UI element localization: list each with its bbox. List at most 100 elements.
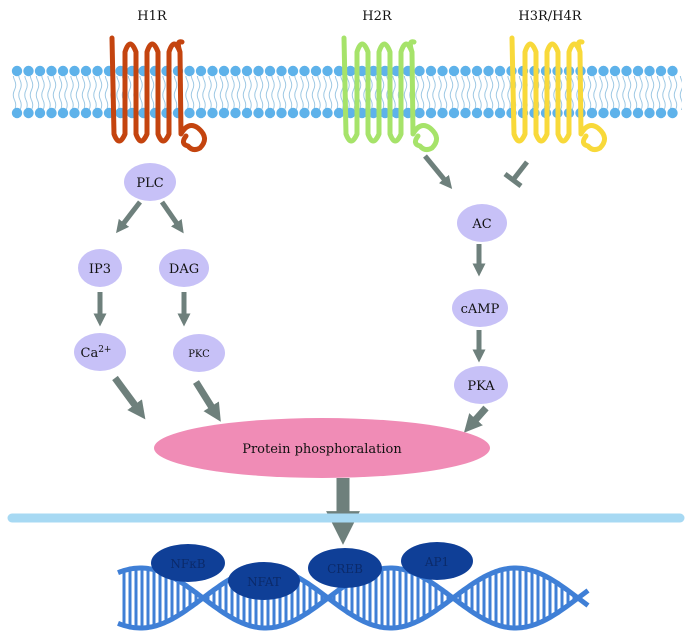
arrow-plc-dag bbox=[159, 200, 184, 234]
arrow-h2r-ac bbox=[423, 154, 453, 190]
arrow-plc-ip3 bbox=[116, 200, 142, 234]
receptor-label-h2r: H2R bbox=[362, 9, 393, 24]
phospholipid-head bbox=[287, 65, 299, 77]
phospholipid-head bbox=[80, 107, 92, 119]
phospholipid-head bbox=[667, 107, 678, 119]
phospholipid-head bbox=[333, 107, 345, 119]
phospholipid-head bbox=[494, 65, 506, 77]
phospholipid-head bbox=[34, 65, 46, 77]
phospholipid-head bbox=[92, 65, 103, 77]
phospholipid-head bbox=[69, 65, 80, 77]
phospholipid-head bbox=[46, 107, 57, 119]
svg-text:AP1: AP1 bbox=[424, 555, 449, 569]
phospholipid-head bbox=[184, 65, 195, 77]
inhibit-bar bbox=[503, 172, 523, 188]
phospholipid-head bbox=[460, 107, 471, 119]
phospholipid-head bbox=[230, 107, 241, 119]
phospholipid-head bbox=[23, 65, 34, 77]
receptor-label-h3r-h4r: H3R/H4R bbox=[518, 9, 582, 24]
phospholipid-head bbox=[195, 107, 207, 119]
phospholipid-head bbox=[586, 65, 598, 77]
svg-text:cAMP: cAMP bbox=[461, 302, 500, 317]
tf-nfkb: NFκB bbox=[151, 544, 225, 582]
svg-text:PLC: PLC bbox=[136, 176, 163, 191]
receptor-h1r bbox=[109, 35, 207, 153]
phospholipid-head bbox=[414, 65, 425, 77]
node-ip3: IP3 bbox=[78, 249, 122, 287]
tf-nfat: NFAT bbox=[228, 562, 300, 600]
phospholipid-head bbox=[598, 65, 609, 77]
phospholipid-head bbox=[644, 107, 655, 119]
phospholipid-head bbox=[322, 65, 333, 77]
phospholipid-head bbox=[310, 107, 322, 119]
node-plc: PLC bbox=[124, 163, 176, 201]
phospholipid-head bbox=[333, 65, 345, 77]
phospholipid-head bbox=[34, 107, 46, 119]
phospholipid-head bbox=[253, 65, 264, 77]
phospholipid-head bbox=[195, 65, 207, 77]
phospholipid-head bbox=[184, 107, 195, 119]
phospholipid-head bbox=[92, 107, 103, 119]
phospholipid-head bbox=[460, 65, 471, 77]
phospholipid-head bbox=[264, 107, 276, 119]
node-protein-phosphorylation: Protein phosphoralation bbox=[154, 418, 490, 478]
phospholipid-head bbox=[299, 107, 310, 119]
phospholipid-head bbox=[632, 107, 644, 119]
phospholipid-head bbox=[437, 107, 448, 119]
arrow-pkc-protein bbox=[193, 380, 221, 422]
phospholipid-head bbox=[230, 65, 241, 77]
receptor-label-h1r: H1R bbox=[137, 9, 168, 24]
receptor-h3r-h4r bbox=[509, 35, 607, 153]
phospholipid-head bbox=[345, 65, 356, 77]
dna-strand-a bbox=[117, 565, 590, 631]
phospholipid-head bbox=[368, 107, 379, 119]
phospholipid-head bbox=[437, 65, 448, 77]
phospholipid-head bbox=[632, 65, 644, 77]
phospholipid-head bbox=[609, 65, 621, 77]
phospholipid-head bbox=[322, 107, 333, 119]
svg-text:PKA: PKA bbox=[467, 379, 495, 394]
phospholipid-head bbox=[609, 107, 621, 119]
svg-text:DAG: DAG bbox=[169, 262, 199, 277]
phospholipid-head bbox=[241, 65, 253, 77]
phospholipid-head bbox=[57, 107, 69, 119]
phospholipid-head bbox=[414, 107, 425, 119]
phospholipid-head bbox=[621, 107, 632, 119]
svg-text:Ca2+: Ca2+ bbox=[81, 345, 112, 361]
svg-text:NFAT: NFAT bbox=[247, 575, 281, 589]
phospholipid-head bbox=[483, 65, 494, 77]
phospholipid-head bbox=[207, 65, 218, 77]
node-ac: AC bbox=[457, 204, 507, 242]
phospholipid-head bbox=[276, 107, 287, 119]
phospholipid-head bbox=[241, 107, 253, 119]
phospholipid-head bbox=[46, 65, 57, 77]
node-pka: PKA bbox=[454, 366, 508, 404]
phospholipid-head bbox=[644, 65, 655, 77]
svg-text:Protein phosphoralation: Protein phosphoralation bbox=[242, 442, 402, 457]
phospholipid-head bbox=[11, 107, 23, 119]
ca-text: Ca bbox=[81, 346, 99, 361]
phospholipid-head bbox=[23, 107, 34, 119]
phospholipid-head bbox=[494, 107, 506, 119]
svg-text:IP3: IP3 bbox=[89, 262, 111, 277]
svg-text:CREB: CREB bbox=[327, 562, 363, 576]
phospholipid-head bbox=[57, 65, 69, 77]
phospholipid-head bbox=[425, 107, 437, 119]
phospholipid-head bbox=[299, 65, 310, 77]
tf-creb: CREB bbox=[308, 548, 382, 588]
phospholipid-head bbox=[287, 107, 299, 119]
phospholipid-head bbox=[310, 65, 322, 77]
svg-text:NFκB: NFκB bbox=[170, 557, 205, 571]
phospholipid-head bbox=[264, 65, 276, 77]
phospholipid-head bbox=[218, 107, 230, 119]
tf-ap1: AP1 bbox=[401, 542, 473, 580]
dna-base-pairs bbox=[122, 568, 576, 628]
phospholipid-head bbox=[483, 107, 494, 119]
phospholipid-head bbox=[69, 107, 80, 119]
phospholipid-head bbox=[207, 107, 218, 119]
phospholipid-head bbox=[425, 65, 437, 77]
phospholipid-head bbox=[276, 65, 287, 77]
phospholipid-head bbox=[80, 65, 92, 77]
phospholipid-head bbox=[11, 65, 23, 77]
